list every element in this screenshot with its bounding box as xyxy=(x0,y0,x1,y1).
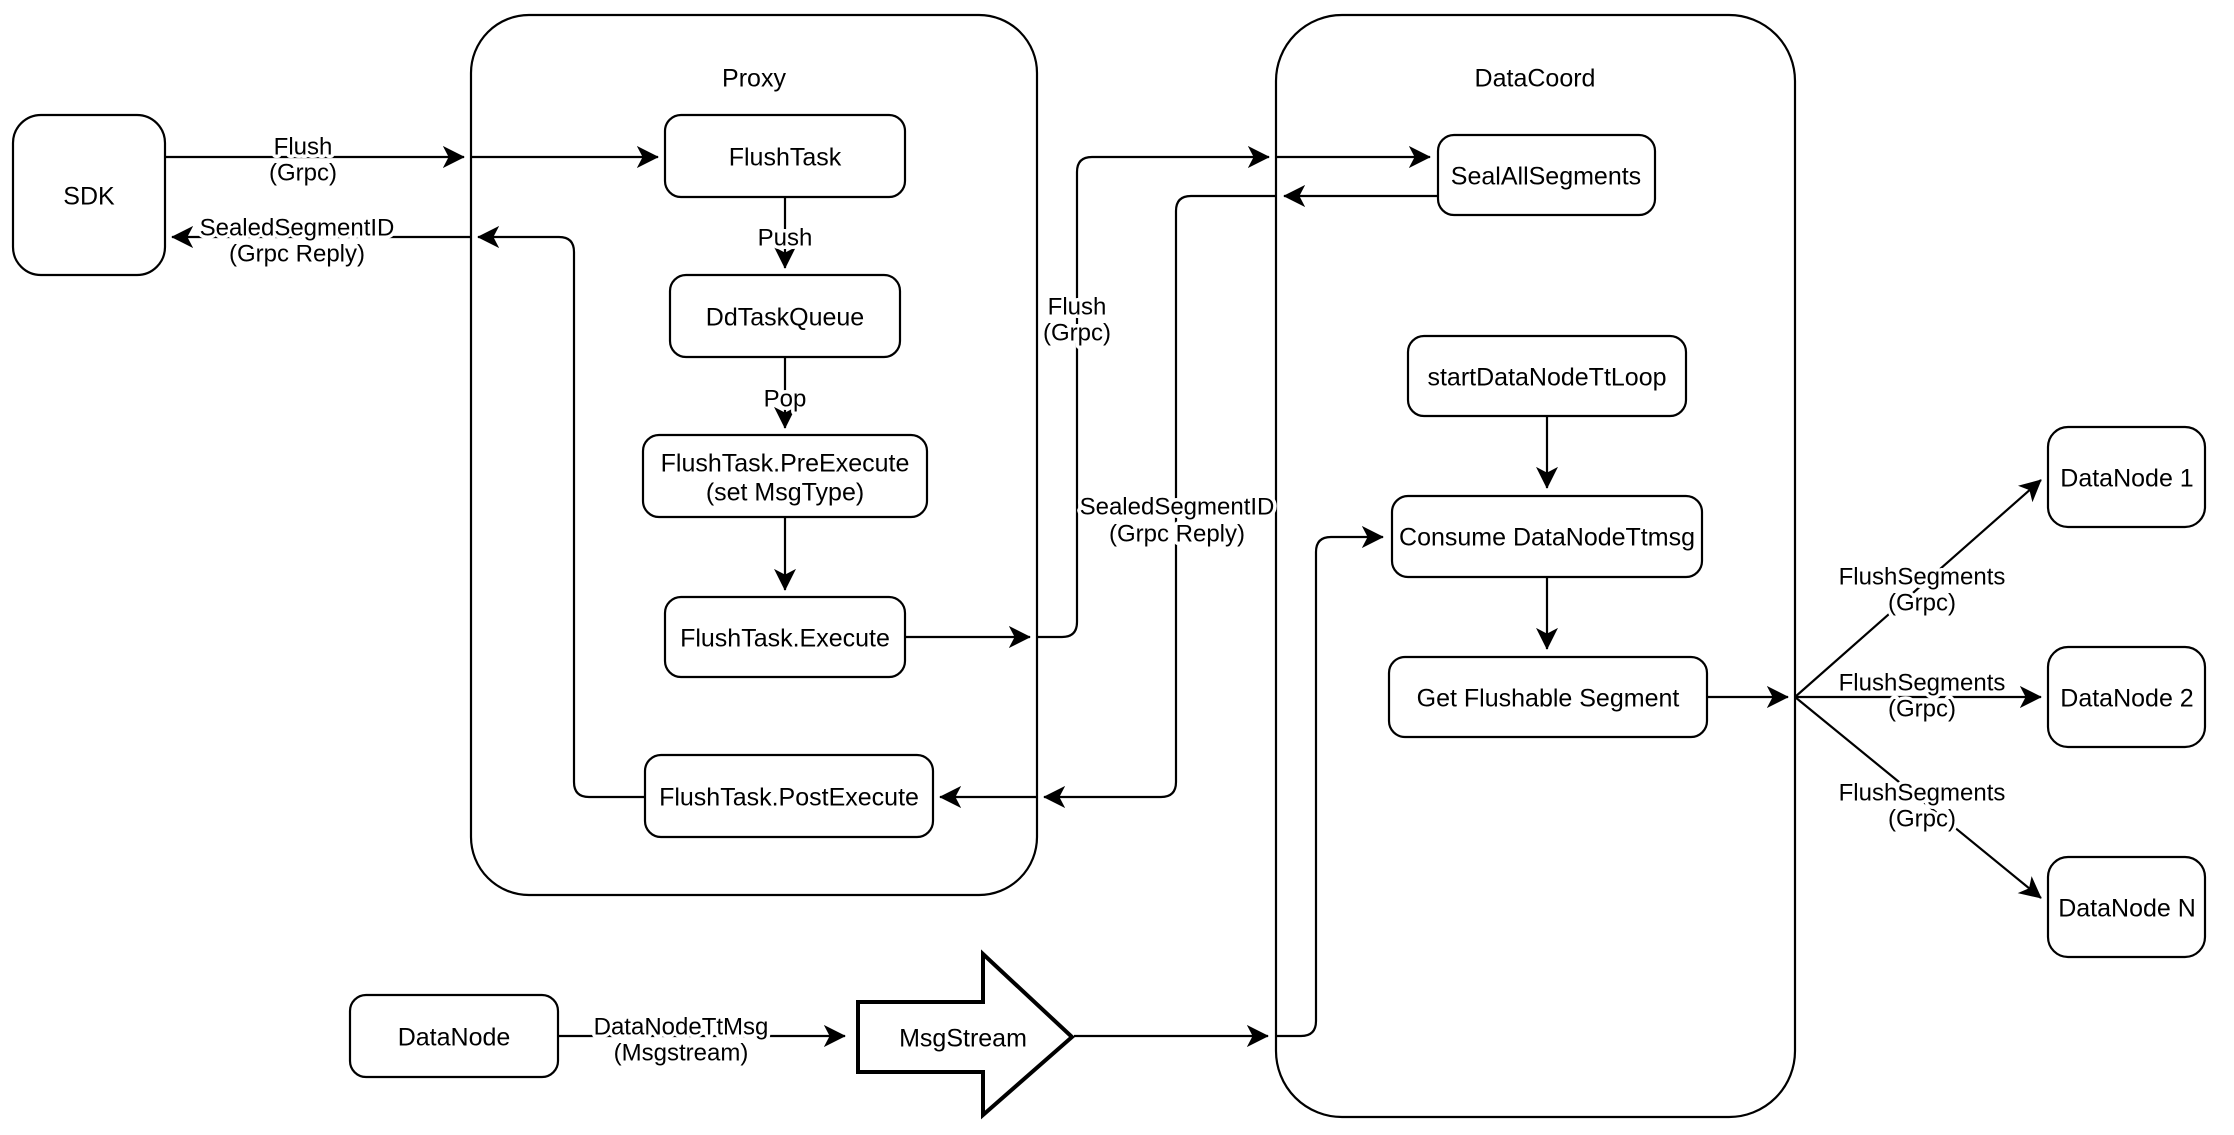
node-sdk: SDK xyxy=(11,113,167,277)
edge-sealed-down-to-proxy-border xyxy=(1043,194,1277,808)
node-sealallsegments: SealAllSegments xyxy=(1436,133,1657,217)
preexecute-label-line2: (set MsgType) xyxy=(706,479,864,507)
ddtaskqueue-box xyxy=(668,273,902,359)
msgstream-block-arrow xyxy=(856,949,1075,1120)
startdatanodettloop-label: startDataNodeTtLoop xyxy=(1427,364,1666,392)
label-flush-sdk-line2: (Grpc) xyxy=(269,159,337,186)
edge-datacoord-border-to-consume xyxy=(1277,526,1384,1038)
label-flushsegments3-line2: (Grpc) xyxy=(1888,805,1956,832)
node-datanode1: DataNode 1 xyxy=(2046,425,2207,529)
datanode1-label: DataNode 1 xyxy=(2060,465,2193,493)
label-flush-sdk-proxy: Flush (Grpc) xyxy=(266,130,341,190)
label-flushsegments2-line1: FlushSegments xyxy=(1839,669,2006,696)
label-datanodettmsg: DataNodeTtMsg (Msgstream) xyxy=(590,1010,772,1070)
sealallsegments-box xyxy=(1436,133,1657,217)
label-flush-sdk-line1: Flush xyxy=(274,133,333,160)
proxy-title: Proxy xyxy=(722,65,786,93)
datanode-source-box xyxy=(348,993,560,1079)
label-push: Push xyxy=(758,224,813,251)
proxy-outline xyxy=(469,13,1039,897)
datanoden-label: DataNode N xyxy=(2058,895,2196,923)
label-sealed-sdk-line2: (Grpc Reply) xyxy=(229,240,365,267)
label-flushsegments2-line2: (Grpc) xyxy=(1888,695,1956,722)
datanode1-box xyxy=(2046,425,2207,529)
edge-flushsegments-datanoden xyxy=(1794,696,2042,899)
node-getflushablesegment: Get Flushable Segment xyxy=(1387,655,1709,739)
label-flushsegments-2: FlushSegments (Grpc) xyxy=(1835,666,2009,726)
node-preexecute: FlushTask.PreExecute (set MsgType) xyxy=(641,433,929,519)
label-sealed-datacoord-proxy: SealedSegmentID (Grpc Reply) xyxy=(1076,490,1278,551)
sealallsegments-label: SealAllSegments xyxy=(1451,163,1641,191)
datanoden-box xyxy=(2046,855,2207,959)
execute-box xyxy=(663,595,907,679)
preexecute-box xyxy=(641,433,929,519)
label-datanodettmsg-line1: DataNodeTtMsg xyxy=(594,1013,769,1040)
node-flushtask: FlushTask xyxy=(663,113,907,199)
node-consumedatanodettmsg: Consume DataNodeTtmsg xyxy=(1390,494,1704,579)
edge-flush-up-to-datacoord-border xyxy=(1037,146,1270,639)
consumedatanodettmsg-label: Consume DataNodeTtmsg xyxy=(1399,524,1695,552)
execute-label: FlushTask.Execute xyxy=(680,625,890,653)
container-proxy: Proxy xyxy=(469,13,1039,897)
label-flushsegments1-line2: (Grpc) xyxy=(1888,589,1956,616)
flushtask-label: FlushTask xyxy=(729,144,842,172)
label-flushsegments-3: FlushSegments (Grpc) xyxy=(1835,776,2009,836)
sdk-box xyxy=(11,113,167,277)
label-pop: Pop xyxy=(764,385,807,412)
datacoord-outline xyxy=(1274,13,1797,1119)
label-sealed-mid-line1: SealedSegmentID xyxy=(1080,493,1275,520)
label-sealed-proxy-sdk: SealedSegmentID (Grpc Reply) xyxy=(196,211,398,271)
label-sealed-sdk-line1: SealedSegmentID xyxy=(200,214,395,241)
postexecute-label: FlushTask.PostExecute xyxy=(659,784,919,812)
getflushablesegment-label: Get Flushable Segment xyxy=(1417,685,1680,713)
datanode2-box xyxy=(2046,645,2207,749)
label-datanodettmsg-line2: (Msgstream) xyxy=(614,1039,749,1066)
label-flush-proxy-datacoord: Flush (Grpc) xyxy=(1040,290,1115,350)
label-flush-mid-line2: (Grpc) xyxy=(1043,319,1111,346)
label-flush-mid-line1: Flush xyxy=(1048,293,1107,320)
datanode-source-label: DataNode xyxy=(398,1024,511,1052)
node-datanode2: DataNode 2 xyxy=(2046,645,2207,749)
node-msgstream: MsgStream xyxy=(856,949,1075,1120)
node-datanoden: DataNode N xyxy=(2046,855,2207,959)
node-datanode-source: DataNode xyxy=(348,993,560,1079)
edge-flushsegments-datanode1 xyxy=(1794,479,2042,698)
flushtask-box xyxy=(663,113,907,199)
sdk-label: SDK xyxy=(63,183,115,211)
label-flushsegments3-line1: FlushSegments xyxy=(1839,779,2006,806)
startdatanodettloop-box xyxy=(1406,334,1688,418)
node-execute: FlushTask.Execute xyxy=(663,595,907,679)
postexecute-box xyxy=(643,753,935,839)
datacoord-title: DataCoord xyxy=(1475,65,1596,93)
label-flushsegments-1: FlushSegments (Grpc) xyxy=(1835,560,2009,620)
getflushablesegment-box xyxy=(1387,655,1709,739)
datanode2-label: DataNode 2 xyxy=(2060,685,2193,713)
edge-postexecute-to-proxy-border xyxy=(477,226,645,799)
node-postexecute: FlushTask.PostExecute xyxy=(643,753,935,839)
msgstream-label: MsgStream xyxy=(899,1025,1027,1053)
node-ddtaskqueue: DdTaskQueue xyxy=(668,273,902,359)
preexecute-label-line1: FlushTask.PreExecute xyxy=(661,450,910,478)
consumedatanodettmsg-box xyxy=(1390,494,1704,579)
label-sealed-mid-line2: (Grpc Reply) xyxy=(1109,520,1245,547)
label-flushsegments1-line1: FlushSegments xyxy=(1839,563,2006,590)
ddtaskqueue-label: DdTaskQueue xyxy=(706,304,864,332)
container-datacoord: DataCoord xyxy=(1274,13,1797,1119)
node-startdatanodettloop: startDataNodeTtLoop xyxy=(1406,334,1688,418)
